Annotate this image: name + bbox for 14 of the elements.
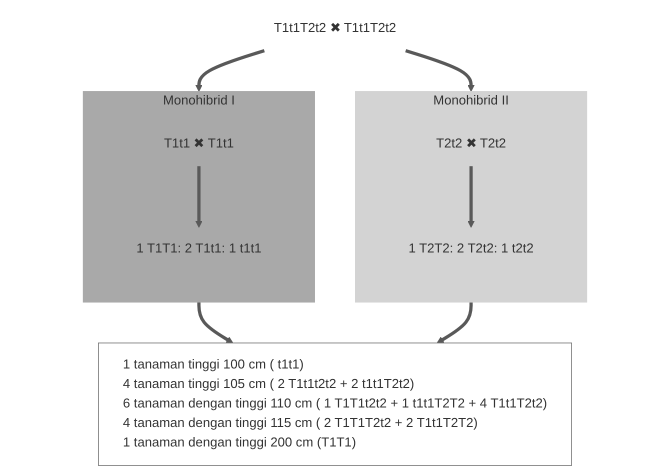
node-text: T1t1T2t2 ✖ T1t1T2t2 xyxy=(274,21,396,36)
arrow xyxy=(197,302,234,344)
cluster xyxy=(82,91,315,303)
arrow xyxy=(195,49,265,92)
arrow xyxy=(436,302,473,344)
arrow xyxy=(405,49,475,92)
node-text: T1t1 ✖ T1t1 xyxy=(164,136,234,151)
arrow xyxy=(467,166,475,228)
node-text: T2t2 ✖ T2t2 xyxy=(436,136,506,151)
node-text: 1 T2T2: 2 T2t2: 1 t2t2 xyxy=(408,242,534,256)
node-text: 1 T1T1: 2 T1t1: 1 t1t1 xyxy=(136,242,262,256)
arrow xyxy=(195,166,203,228)
node-box xyxy=(98,342,572,466)
cluster xyxy=(355,91,588,303)
